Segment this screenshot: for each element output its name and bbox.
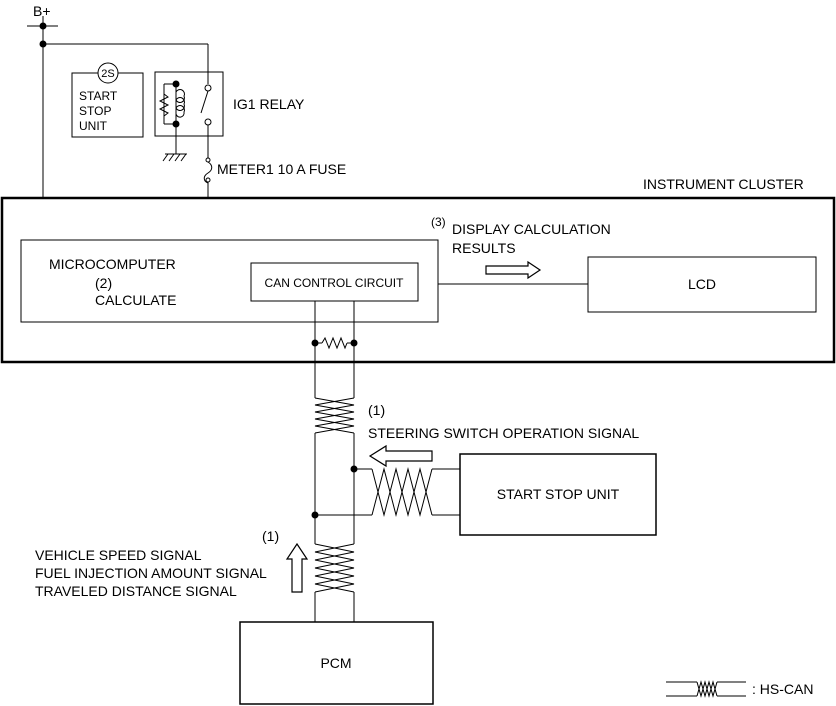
ground-hatch-3 [174,153,181,162]
relay-contact-bottom [204,118,212,126]
start-stop-unit-small-line3: UNIT [79,119,108,133]
pcm-signal-2: FUEL INJECTION AMOUNT SIGNAL [35,565,267,581]
badge-2s-circle [97,62,119,84]
twisted-pair-upper-b [314,397,355,434]
start-stop-unit-label: START STOP UNIT [497,486,620,502]
ground-hatch-4 [180,153,187,162]
terminator-resistor-icon [321,336,348,350]
relay-coil-junction-bottom [172,120,180,128]
fuse-terminal-bottom [205,177,211,183]
can-control-circuit-label: CAN CONTROL CIRCUIT [265,276,405,290]
step3-label-line2: RESULTS [452,240,516,256]
relay-resistor-icon [158,93,170,117]
b-plus-junction-top [39,22,47,30]
relay-contact-top [204,84,212,92]
microcomputer-label: MICROCOMPUTER [49,256,176,272]
start-stop-unit-box [459,453,657,536]
b-plus-label: B+ [33,3,51,19]
twisted-pair-lower-a [314,543,355,593]
relay-coil-icon [175,89,185,118]
can-control-circuit-box [250,262,419,302]
terminator-junction-left [311,339,319,347]
pcm-signal-1: VEHICLE SPEED SIGNAL [35,547,202,563]
start-stop-unit-small-box [71,72,144,138]
step2-number: (2) [95,275,112,291]
twisted-pair-side-b [371,467,433,517]
instrument-cluster-label: INSTRUMENT CLUSTER [643,176,804,192]
twisted-pair-lower-b [314,543,355,593]
pcm-label: PCM [320,655,351,671]
lcd-label: LCD [688,276,716,292]
step1-upper-number: (1) [368,402,385,418]
relay-switch-blade [200,90,209,114]
right-arrow-icon [485,260,542,280]
fuse-terminal-top [205,157,211,163]
left-arrow-icon [368,444,433,468]
relay-coil-junction-top [172,80,180,88]
pcm-signal-3: TRAVELED DISTANCE SIGNAL [35,583,237,599]
step1-lower-number: (1) [262,528,279,544]
legend-label: : HS-CAN [752,681,813,697]
up-arrow-icon [285,542,309,593]
start-stop-unit-small-line1: START [79,89,118,103]
fuse-label: METER1 10 A FUSE [217,161,346,177]
steering-signal-label: STEERING SWITCH OPERATION SIGNAL [368,425,639,441]
badge-2s-label: 2S [101,68,114,80]
step2-label: CALCULATE [95,292,176,308]
step3-number: (3) [431,215,446,229]
ig1-relay-label: IG1 RELAY [233,96,305,112]
pcm-box [239,621,434,705]
fuse-icon [203,161,213,184]
start-stop-unit-small-line2: STOP [79,104,111,118]
ground-hatch-1 [162,153,169,162]
legend-twist-b [696,680,718,698]
step3-label-line1: DISPLAY CALCULATION [452,221,611,237]
ground-hatch-2 [168,153,175,162]
lcd-box [587,256,817,313]
terminator-junction-right [350,339,358,347]
